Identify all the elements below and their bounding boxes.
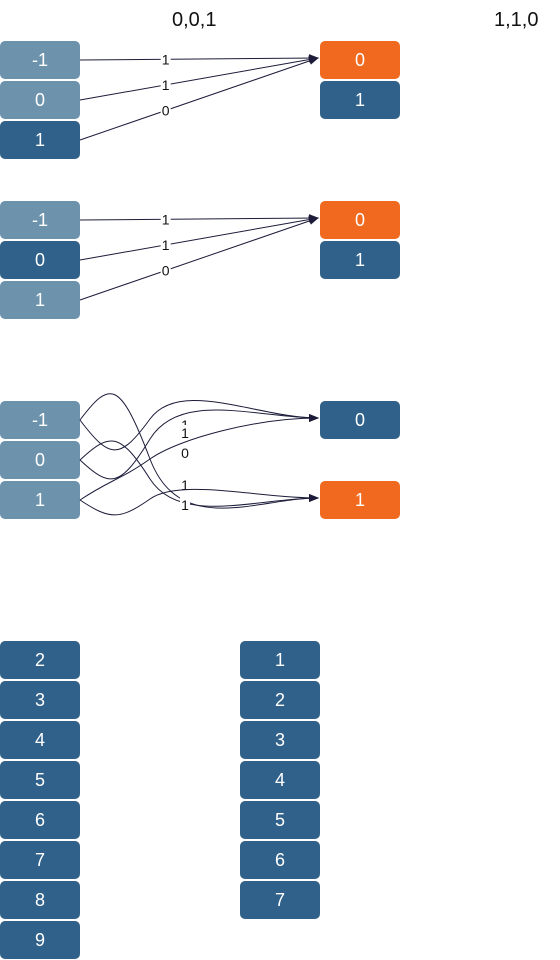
left-column-cell: 6 xyxy=(0,801,80,839)
edge-label: 0 xyxy=(162,262,170,278)
input-node: -1 xyxy=(0,401,80,439)
input-node: 0 xyxy=(0,81,80,119)
input-node: -1 xyxy=(0,201,80,239)
output-node: 0 xyxy=(320,201,400,239)
left-column-cell: 7 xyxy=(0,841,80,879)
edge-label-bg xyxy=(160,236,171,251)
edge-label: 1 xyxy=(181,477,189,493)
left-column-cell: 3 xyxy=(0,681,80,719)
edge-label-bg xyxy=(180,445,190,459)
edge-label: 1 xyxy=(181,497,189,513)
input-node: 1 xyxy=(0,281,80,319)
edge-label: 0 xyxy=(162,102,170,118)
heading-left: 0,0,1 xyxy=(172,9,217,31)
edge-line xyxy=(79,55,319,101)
right-column-cell: 6 xyxy=(240,841,320,879)
edge-line xyxy=(79,488,319,516)
edge-line xyxy=(79,54,319,63)
output-node: 0 xyxy=(320,41,400,79)
edge-label: 0 xyxy=(181,445,189,461)
edge-label-bg xyxy=(180,417,190,431)
left-column-cell: 8 xyxy=(0,881,80,919)
edge-line xyxy=(79,409,319,480)
edge-label: 1 xyxy=(162,77,170,93)
edge-label: 1 xyxy=(181,425,189,441)
edge-label-bg xyxy=(160,51,171,66)
edge-label: 1 xyxy=(181,445,189,461)
edge-label-bg xyxy=(160,102,171,117)
edge-label: 1 xyxy=(162,237,170,253)
left-column-cell: 5 xyxy=(0,761,80,799)
right-column-cell: 5 xyxy=(240,801,320,839)
edge-line xyxy=(79,217,319,301)
edge-label: 1 xyxy=(181,417,189,433)
edge-label-bg xyxy=(180,445,190,459)
edge-label: 1 xyxy=(162,211,170,227)
output-node: 1 xyxy=(320,481,400,519)
edge-line xyxy=(79,414,319,501)
edge-line xyxy=(79,393,319,509)
right-column-cell: 1 xyxy=(240,641,320,679)
input-node: 0 xyxy=(0,241,80,279)
left-column-cell: 4 xyxy=(0,721,80,759)
left-column-cell: 9 xyxy=(0,921,80,959)
input-node: 0 xyxy=(0,441,80,479)
edge-line xyxy=(79,440,319,507)
right-column-cell: 3 xyxy=(240,721,320,759)
input-node: -1 xyxy=(0,41,80,79)
edge-label-bg xyxy=(180,477,190,491)
edge-label-bg xyxy=(160,262,171,277)
left-column-cell: 2 xyxy=(0,641,80,679)
edge-line xyxy=(79,215,319,261)
right-column-cell: 4 xyxy=(240,761,320,799)
output-node: 0 xyxy=(320,401,400,439)
edge-label-bg xyxy=(180,497,190,511)
heading-right: 1,1,0 xyxy=(494,9,539,31)
input-node: 1 xyxy=(0,481,80,519)
right-column-cell: 2 xyxy=(240,681,320,719)
output-node: 1 xyxy=(320,81,400,119)
right-column-cell: 7 xyxy=(240,881,320,919)
edge-label: 1 xyxy=(162,51,170,67)
edge-line xyxy=(79,400,319,451)
edge-label-bg xyxy=(160,76,171,91)
input-node: 1 xyxy=(0,121,80,159)
output-node: 1 xyxy=(320,241,400,279)
edge-label-bg xyxy=(180,425,190,439)
edge-line xyxy=(79,57,319,141)
edge-label-bg xyxy=(160,211,171,226)
edge-line xyxy=(79,214,319,223)
